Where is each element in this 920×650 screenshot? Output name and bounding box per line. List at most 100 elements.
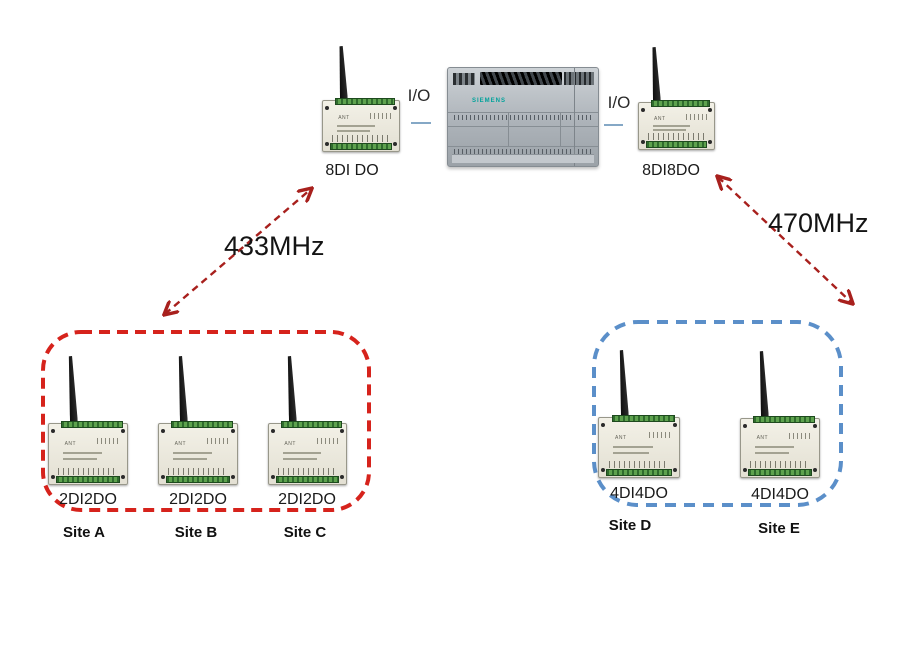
terminal-ticks [608, 461, 668, 468]
faceplate-text-line [613, 451, 649, 454]
faceplate-text-line [336, 124, 375, 127]
plc-divider [508, 112, 509, 146]
screw-icon [813, 424, 817, 428]
faceplate-text-line [755, 452, 790, 455]
screw-icon [673, 423, 677, 427]
terminal-strip-bottom [329, 143, 393, 150]
rtu-body: ANT [322, 98, 400, 152]
ant-port-label: ANT [284, 440, 296, 447]
screw-icon [340, 429, 344, 433]
screw-icon [51, 429, 55, 433]
rtu-site-d: ANT [598, 417, 680, 478]
ant-port-label: ANT [654, 115, 666, 122]
rtu-gateway-right: ANT [638, 102, 715, 150]
faceplate-text-line [63, 458, 98, 461]
screw-icon [271, 429, 275, 433]
site-label: Site E [758, 520, 800, 537]
screw-icon [231, 429, 235, 433]
plc-vent-right [564, 72, 594, 85]
ant-port-label: ANT [338, 115, 350, 121]
frequency-label-433: 433MHz [224, 231, 325, 261]
screw-icon [271, 475, 275, 479]
ant-port-label: ANT [756, 435, 769, 442]
faceplate-text-line [755, 446, 795, 449]
module-label: 2DI2DO [59, 491, 117, 508]
radio-group-left-border [41, 330, 371, 512]
screw-icon [340, 475, 344, 479]
site-label: Site D [608, 517, 652, 534]
io-label-left: I/O [407, 86, 431, 105]
screw-icon [708, 140, 712, 144]
io-label-right: I/O [607, 93, 631, 112]
rtu-gateway-left: ANT [322, 100, 400, 152]
rtu-body: ANT [48, 421, 128, 485]
terminal-strip-bottom [166, 476, 230, 483]
screw-icon [673, 468, 677, 472]
faceplate-text-line [613, 445, 654, 448]
terminal-strip-top [611, 415, 675, 422]
frequency-label-470: 470MHz [768, 208, 869, 238]
rtu-body: ANT [268, 421, 347, 485]
radio-group-right-border [592, 320, 843, 507]
screw-icon [121, 429, 125, 433]
plc-seam [448, 112, 598, 113]
wireless-link-433-arrow [165, 189, 311, 314]
rtu-site-e: ANT [740, 418, 820, 478]
plc-vent-main [480, 72, 562, 85]
faceplate-text-line [173, 458, 208, 461]
pin-numbers [207, 438, 231, 445]
screw-icon [161, 429, 165, 433]
screw-icon [231, 475, 235, 479]
pin-numbers [685, 114, 708, 121]
screw-icon [393, 142, 397, 146]
plc-terminal-row [454, 115, 592, 120]
faceplate-text-line [282, 452, 322, 455]
rtu-site-a: ANT [48, 423, 128, 485]
ant-port-label: ANT [174, 440, 187, 447]
plc-seam [448, 126, 598, 127]
rtu-site-b: ANT [158, 423, 238, 485]
terminal-ticks [648, 133, 704, 140]
screw-icon [325, 106, 329, 110]
wireless-link-470-arrow [718, 177, 852, 303]
plc-seam [448, 146, 598, 147]
io-connector-left [411, 122, 431, 124]
site-label: Site C [283, 524, 327, 541]
plc-base [452, 154, 594, 163]
module-label: 4DI4DO [610, 485, 668, 502]
terminal-strip-bottom [275, 476, 340, 483]
plc-divider [560, 112, 561, 146]
plc-terminal-row [454, 149, 592, 154]
terminal-strip-top [61, 421, 124, 428]
screw-icon [813, 468, 817, 472]
screw-icon [161, 475, 165, 479]
pin-numbers [97, 438, 121, 445]
screw-icon [743, 468, 747, 472]
gateway-left-label: 8DI DO [325, 162, 379, 179]
screw-icon [393, 106, 397, 110]
pin-numbers [316, 438, 340, 445]
rtu-body: ANT [158, 421, 238, 485]
module-label: 4DI4DO [751, 486, 809, 503]
screw-icon [708, 108, 712, 112]
terminal-strip-bottom [56, 476, 120, 483]
pin-numbers [789, 432, 813, 439]
screw-icon [743, 424, 747, 428]
pin-numbers [648, 432, 673, 439]
faceplate-text-line [652, 124, 690, 127]
gateway-right-label: 8DI8DO [642, 162, 700, 179]
terminal-ticks [168, 468, 227, 475]
terminal-strip-bottom [748, 469, 812, 476]
terminal-strip-top [753, 416, 816, 423]
faceplate-text-line [652, 129, 686, 132]
plc-vent-left [453, 73, 475, 85]
faceplate-text-line [63, 452, 103, 455]
module-label: 2DI2DO [278, 491, 336, 508]
rtu-body: ANT [740, 416, 820, 478]
terminal-ticks [332, 135, 389, 142]
faceplate-text-line [336, 129, 371, 132]
ant-port-label: ANT [615, 434, 627, 441]
terminal-strip-top [171, 421, 234, 428]
